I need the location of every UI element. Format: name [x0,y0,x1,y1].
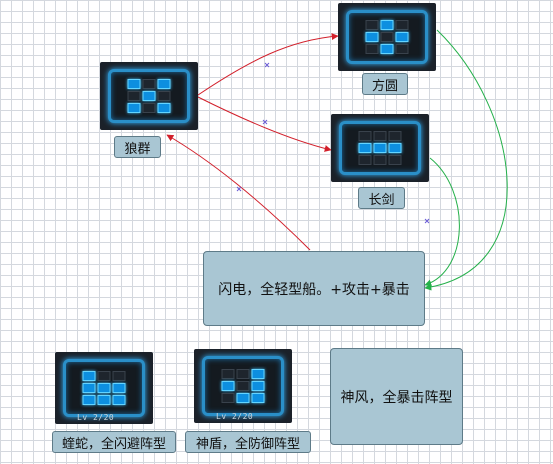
changjian-formation-image[interactable] [331,114,429,182]
shandian-box[interactable]: 闪电，全轻型船。+攻击+暴击 [203,251,425,326]
shenfeng-box[interactable]: 神风，全暴击阵型 [330,348,463,445]
formation-slot-empty [127,91,141,101]
formation-slot-active [373,143,387,153]
formation-slot-active [82,371,96,381]
fangyuan-formation-image[interactable] [338,3,436,71]
formation-slot-empty [97,371,111,381]
formation-slot-active [97,383,111,393]
arrow-shandian-to-langqun [166,134,311,251]
formation-slot-empty [358,131,372,141]
edge-handle-mark [424,218,430,224]
formation-slot-empty [358,155,372,165]
changjian-label[interactable]: 长剑 [358,187,405,209]
formation-slot-active [127,79,141,89]
formation-slot-empty [236,381,250,391]
formation-grid [127,79,171,113]
formation-slot-active [395,32,409,42]
formation-slot-active [157,103,171,113]
formation-slot-empty [142,79,156,89]
level-text: Lv 2/20 [77,413,115,422]
formation-slot-empty [236,369,250,379]
fangyuan-label[interactable]: 方圆 [362,73,408,95]
edge-handle-mark [264,62,270,68]
arrow-langqun-to-changjian [197,96,332,152]
edge-handle-mark [262,119,268,125]
level-text: Lv 2/20 [216,412,254,421]
formation-slot-active [82,383,96,393]
formation-slot-active [358,143,372,153]
formation-slot-empty [365,44,379,54]
formation-slot-active [82,395,96,405]
formation-grid [221,369,265,403]
formation-slot-active [112,395,126,405]
formation-grid [365,20,409,54]
shendun-formation-image[interactable]: Lv 2/20 [194,349,292,423]
formation-slot-empty [157,91,171,101]
formation-slot-active [388,143,402,153]
formation-slot-active [380,20,394,30]
formation-slot-active [365,32,379,42]
formation-slot-empty [388,131,402,141]
formation-slot-empty [221,369,235,379]
formation-slot-empty [380,32,394,42]
formation-slot-active [251,393,265,403]
formation-slot-active [251,381,265,391]
formation-grid [358,131,402,165]
arrow-fangyuan-to-shandian [424,29,508,291]
formation-slot-active [142,91,156,101]
formation-slot-empty [112,371,126,381]
formation-slot-empty [221,393,235,403]
formation-slot-active [157,79,171,89]
formation-slot-empty [373,155,387,165]
formation-slot-active [97,395,111,405]
formation-slot-active [127,103,141,113]
formation-slot-empty [142,103,156,113]
formation-slot-empty [373,131,387,141]
arrow-langqun-to-fangyuan [197,33,339,96]
formation-slot-empty [365,20,379,30]
formation-slot-active [251,369,265,379]
langqun-formation-image[interactable] [100,62,198,130]
formation-slot-active [221,381,235,391]
shendun-label[interactable]: 神盾，全防御阵型 [185,431,311,453]
edge-handle-mark [236,186,242,192]
formation-slot-active [112,383,126,393]
formation-slot-empty [388,155,402,165]
formation-slot-empty [395,20,409,30]
shedan-formation-image[interactable]: Lv 2/20 [55,352,153,424]
shedan-label[interactable]: 蝰蛇，全闪避阵型 [52,431,176,453]
formation-slot-empty [395,44,409,54]
arrow-changjian-to-shandian [424,157,460,287]
formation-frame [202,356,284,416]
langqun-label[interactable]: 狼群 [114,136,161,158]
formation-slot-active [380,44,394,54]
formation-slot-active [236,393,250,403]
formation-grid [82,371,126,405]
